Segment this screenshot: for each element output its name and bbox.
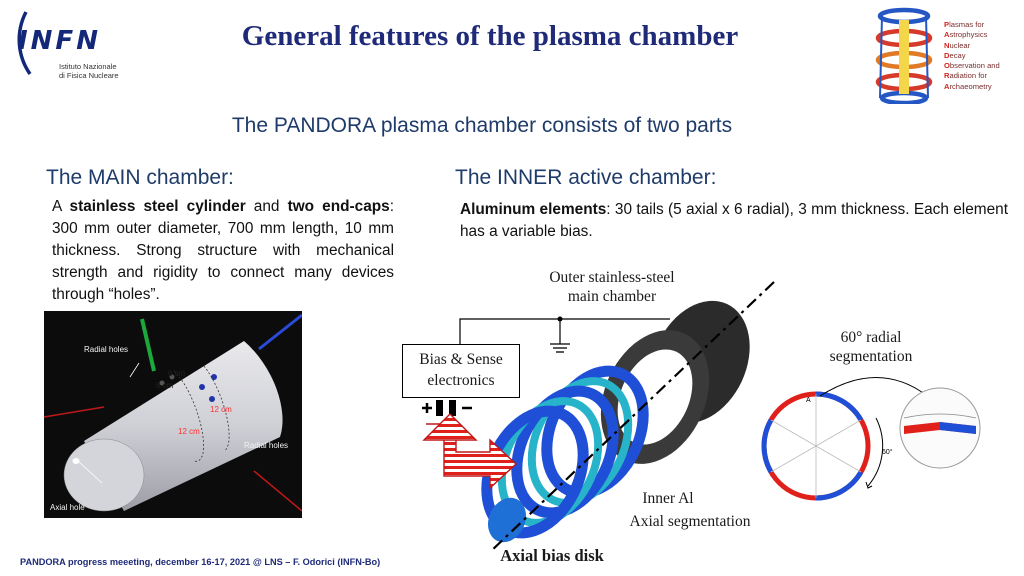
axial-bias-disk: [488, 497, 526, 543]
inner-al-label: Inner Al: [642, 490, 694, 507]
seg-point-a: A: [806, 397, 811, 404]
cylinder-render: [44, 313, 302, 512]
seg-angle-label: 60°: [882, 448, 893, 456]
photo-label-6cm-2: 6 cm: [156, 381, 174, 390]
slide-subtitle: The PANDORA plasma chamber consists of t…: [231, 114, 733, 137]
outer-chamber-label: Outer stainless-steel main chamber: [549, 269, 675, 305]
inner-chamber-diagram: [422, 281, 775, 553]
polarity-symbol: [422, 400, 472, 416]
radial-segmentation-diagram: A 60°: [761, 377, 981, 501]
bias-sense-electronics-box: Bias & Sense electronics: [402, 344, 520, 398]
photo-label-6cm-1: 6 cm: [168, 369, 186, 378]
main-chamber-description: A stainless steel cylinder and two end-c…: [52, 198, 395, 303]
axial-segmentation-label: Axial segmentation: [629, 513, 751, 530]
main-chamber-render: Radial holes 6 cm 6 cm 12 cm 12 cm Radia…: [44, 311, 302, 518]
pandora-acronym: Plasmas for Astrophysics Nuclear Decay O…: [944, 20, 1000, 91]
photo-label-12cm-1: 12 cm: [210, 405, 232, 414]
photo-label-radial-holes-top: Radial holes: [84, 345, 129, 354]
infn-logo-subtitle: Istituto Nazionale di Fisica Nucleare: [59, 62, 119, 80]
pandora-logo: [875, 7, 933, 104]
photo-label-12cm-2: 12 cm: [178, 427, 200, 436]
photo-label-radial-holes-bottom: Radial holes: [244, 441, 289, 450]
page-title: General features of the plasma chamber: [241, 20, 739, 52]
infn-logo-arc: [17, 11, 32, 75]
infn-logo-word: INFN: [18, 26, 101, 56]
footer-text: PANDORA progress meeeting, december 16-1…: [20, 557, 381, 567]
axial-bias-disk-label: Axial bias disk: [500, 546, 604, 565]
inner-chamber-heading: The INNER active chamber:: [455, 166, 717, 189]
main-chamber-heading: The MAIN chamber:: [46, 166, 234, 189]
infn-logo: INFN Istituto Nazionale di Fisica Nuclea…: [4, 4, 134, 84]
photo-label-axial-hole: Axial hole: [50, 503, 85, 512]
inner-chamber-description: Aluminum elements: 30 tails (5 axial x 6…: [460, 201, 1008, 240]
radial-segmentation-label: 60° radial segmentation: [829, 329, 913, 365]
